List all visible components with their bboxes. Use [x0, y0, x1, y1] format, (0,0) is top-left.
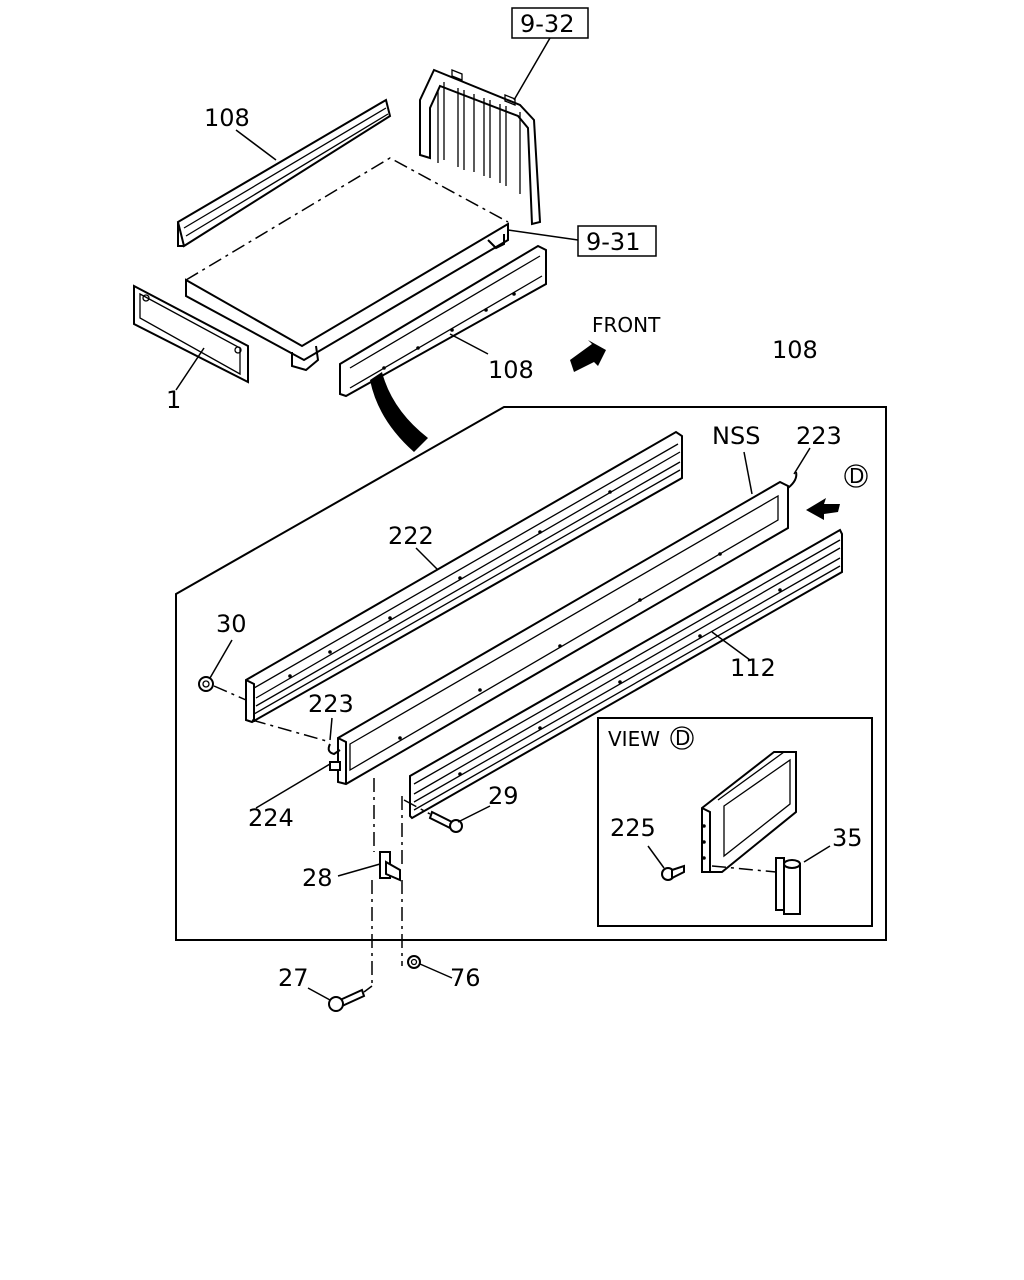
label-108-top: 108: [204, 104, 250, 132]
view-d-arrow: [806, 498, 840, 520]
washer-30: [198, 676, 214, 692]
label-ref-9-31: 9-31: [586, 228, 640, 256]
screw-225: [661, 864, 685, 881]
label-223-top: 223: [796, 422, 842, 450]
label-view-title: VIEW: [608, 727, 660, 751]
detail-arrow: [370, 372, 428, 452]
label-223-left: 223: [308, 690, 354, 718]
label-view-d-marker: D: [849, 464, 864, 488]
label-28: 28: [302, 864, 333, 892]
view-d-inset: [597, 717, 873, 927]
label-108-right: 108: [772, 336, 818, 364]
label-76: 76: [450, 964, 481, 992]
side-panel-108-mid: [339, 244, 547, 398]
label-29: 29: [488, 782, 519, 810]
bolt-29: [428, 810, 463, 833]
tailgate-1: [133, 284, 249, 384]
label-1: 1: [166, 386, 181, 414]
rail-112: [409, 528, 843, 820]
cargo-deck: [185, 157, 509, 372]
label-front: FRONT: [592, 313, 661, 337]
side-panel-108-top: [176, 98, 392, 248]
label-108-mid: 108: [488, 356, 534, 384]
label-112: 112: [730, 654, 776, 682]
front-arrow: [570, 340, 606, 372]
label-27: 27: [278, 964, 309, 992]
panel-frame-nss: [337, 480, 789, 786]
washer-76: [407, 955, 421, 969]
label-view-title-marker: D: [675, 726, 690, 750]
label-30: 30: [216, 610, 247, 638]
hinge-28: [379, 851, 401, 882]
label-222: 222: [388, 522, 434, 550]
detail-frame: [175, 406, 887, 941]
hinge-pin-35: [775, 857, 801, 915]
pin-27: [328, 988, 366, 1012]
label-224: 224: [248, 804, 294, 832]
hook-223-top: [787, 471, 798, 489]
rail-222: [245, 430, 683, 724]
hook-223-left: [327, 743, 341, 756]
inset-frame: [701, 751, 797, 873]
label-ref-9-32: 9-32: [520, 10, 574, 38]
hinge-224: [329, 761, 341, 771]
headboard: [419, 68, 542, 226]
label-225: 225: [610, 814, 656, 842]
label-nss: NSS: [712, 422, 760, 450]
label-35: 35: [832, 824, 863, 852]
